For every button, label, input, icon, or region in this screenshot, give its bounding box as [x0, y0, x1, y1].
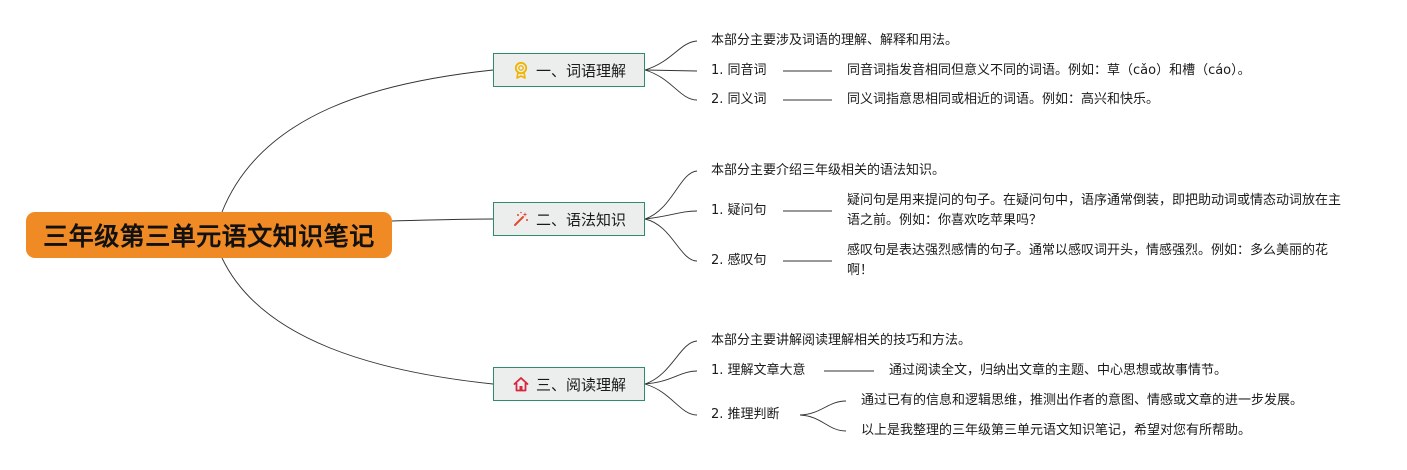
item-label[interactable]: 2. 同义词 — [711, 92, 767, 107]
home-icon — [513, 377, 529, 392]
branch-label: 三、阅读理解 — [535, 375, 626, 394]
award-ribbon-icon — [514, 61, 528, 79]
branch-reading[interactable]: 三、阅读理解 — [493, 367, 645, 401]
branch-intro: 本部分主要讲解阅读理解相关的技巧和方法。 — [711, 333, 972, 348]
item-label[interactable]: 2. 感叹句 — [711, 253, 767, 268]
link-b3-item2-detail-1 — [799, 400, 847, 416]
link-root-branch-3 — [221, 257, 494, 385]
link-root-branch-2 — [391, 218, 494, 222]
link-b2-item1 — [644, 210, 698, 220]
item-detail: 通过阅读全文，归纳出文章的主题、中心思想或故事情节。 — [889, 363, 1228, 378]
item-label[interactable]: 1. 同音词 — [711, 63, 767, 78]
branch-intro: 本部分主要涉及词语的理解、解释和用法。 — [711, 33, 959, 48]
item-detail: 同义词指意思相同或相近的词语。例如：高兴和快乐。 — [847, 92, 1160, 107]
item-detail: 同音词指发音相同但意义不同的词语。例如：草（cǎo）和槽（cáo）。 — [847, 63, 1251, 78]
link-b2-item2 — [644, 218, 698, 262]
branch-intro: 本部分主要介绍三年级相关的语法知识。 — [711, 163, 946, 178]
item-label[interactable]: 1. 理解文章大意 — [711, 363, 806, 378]
item-detail: 疑问句是用来提问的句子。在疑问句中，语序通常倒装，即把助动词或情态动词放在主语之… — [847, 193, 1342, 228]
link-b3-item1 — [644, 370, 698, 385]
item-label[interactable]: 2. 推理判断 — [711, 407, 780, 422]
link-b3-item2-detail-2 — [799, 414, 847, 432]
link-b2-intro — [644, 170, 698, 220]
root-title: 三年级第三单元语文知识笔记 — [43, 222, 375, 251]
link-b1-item2 — [644, 69, 698, 101]
branch-grammar[interactable]: 二、语法知识 — [493, 202, 645, 236]
link-b3-item2 — [644, 383, 698, 416]
item-detail: 通过已有的信息和逻辑思维，推测出作者的意图、情感或文章的进一步发展。 — [861, 393, 1304, 408]
link-b1-item1 — [644, 69, 698, 72]
link-b1-intro — [644, 40, 698, 71]
magic-wand-icon — [513, 211, 528, 226]
branch-vocabulary[interactable]: 一、词语理解 — [493, 53, 645, 87]
link-b3-intro — [644, 340, 698, 385]
item-detail: 感叹句是表达强烈感情的句子。通常以感叹词开头，情感强烈。例如：多么美丽的花啊！ — [847, 243, 1329, 278]
link-root-branch-1 — [221, 69, 494, 213]
branch-label: 二、语法知识 — [535, 210, 626, 229]
item-label[interactable]: 1. 疑问句 — [711, 203, 767, 218]
root-topic[interactable]: 三年级第三单元语文知识笔记 — [26, 212, 392, 258]
branch-label: 一、词语理解 — [535, 61, 626, 80]
item-detail: 以上是我整理的三年级第三单元语文知识笔记，希望对您有所帮助。 — [861, 423, 1252, 438]
